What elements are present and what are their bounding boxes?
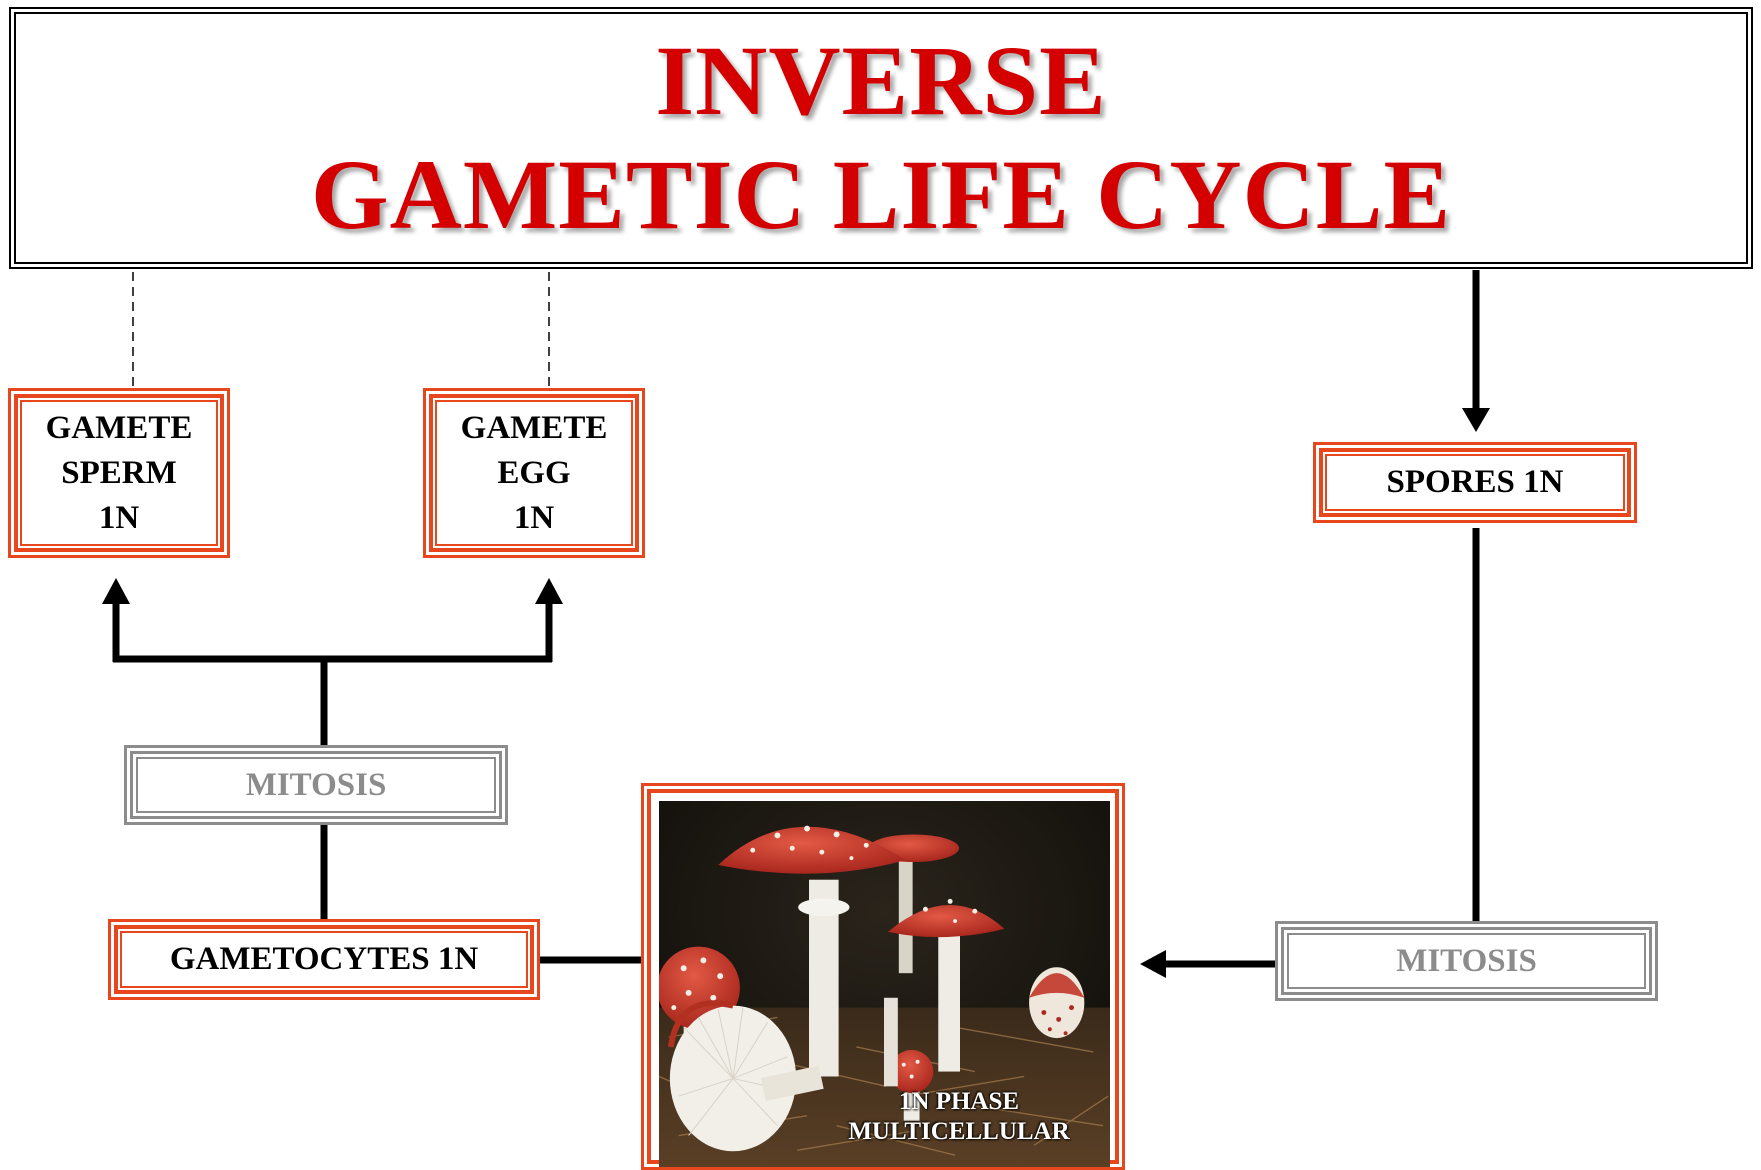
- mushroom-illustration: [659, 801, 1110, 1167]
- photo-caption-line-2: MULTICELLULAR: [848, 1118, 1070, 1145]
- title-box: INVERSE GAMETIC LIFE CYCLE: [9, 7, 1753, 269]
- title-line-2: GAMETIC LIFE CYCLE: [310, 139, 1452, 250]
- gametocytes-label: GAMETOCYTES 1N: [169, 941, 479, 977]
- mitosis-left-label: MITOSIS: [245, 766, 387, 803]
- gamete-egg-box: GAMETE EGG 1N: [423, 388, 645, 558]
- arrow-title-to-spores: [1462, 270, 1490, 432]
- spores-label: SPORES 1N: [1386, 464, 1564, 500]
- gamete-sperm-line-2: SPERM: [61, 454, 177, 491]
- gametocytes-box: GAMETOCYTES 1N: [108, 919, 540, 1000]
- gamete-sperm-box: GAMETE SPERM 1N: [8, 388, 230, 558]
- gamete-egg-line-1: GAMETE: [460, 409, 608, 446]
- spores-box: SPORES 1N: [1313, 442, 1637, 523]
- mitosis-left-box: MITOSIS: [124, 745, 508, 825]
- gamete-sperm-line-1: GAMETE: [45, 409, 193, 446]
- photo-caption-line-1: 1N PHASE: [898, 1088, 1020, 1115]
- photo-caption: 1N PHASE MULTICELLULAR: [834, 1087, 1084, 1147]
- mitosis-right-label: MITOSIS: [1396, 942, 1537, 979]
- arrow-to-egg: [535, 578, 563, 662]
- title-line-1: INVERSE: [655, 25, 1107, 136]
- arrow-to-sperm: [102, 578, 130, 662]
- phase-photo-frame: 1N PHASE MULTICELLULAR: [641, 783, 1125, 1170]
- mitosis-right-box: MITOSIS: [1275, 921, 1658, 1001]
- gamete-egg-line-3: 1N: [513, 499, 555, 536]
- arrow-mitosis-to-photo: [1140, 950, 1278, 978]
- gamete-egg-line-2: EGG: [497, 454, 571, 491]
- gamete-sperm-line-3: 1N: [98, 499, 140, 536]
- mushroom-photo: [659, 801, 1110, 1167]
